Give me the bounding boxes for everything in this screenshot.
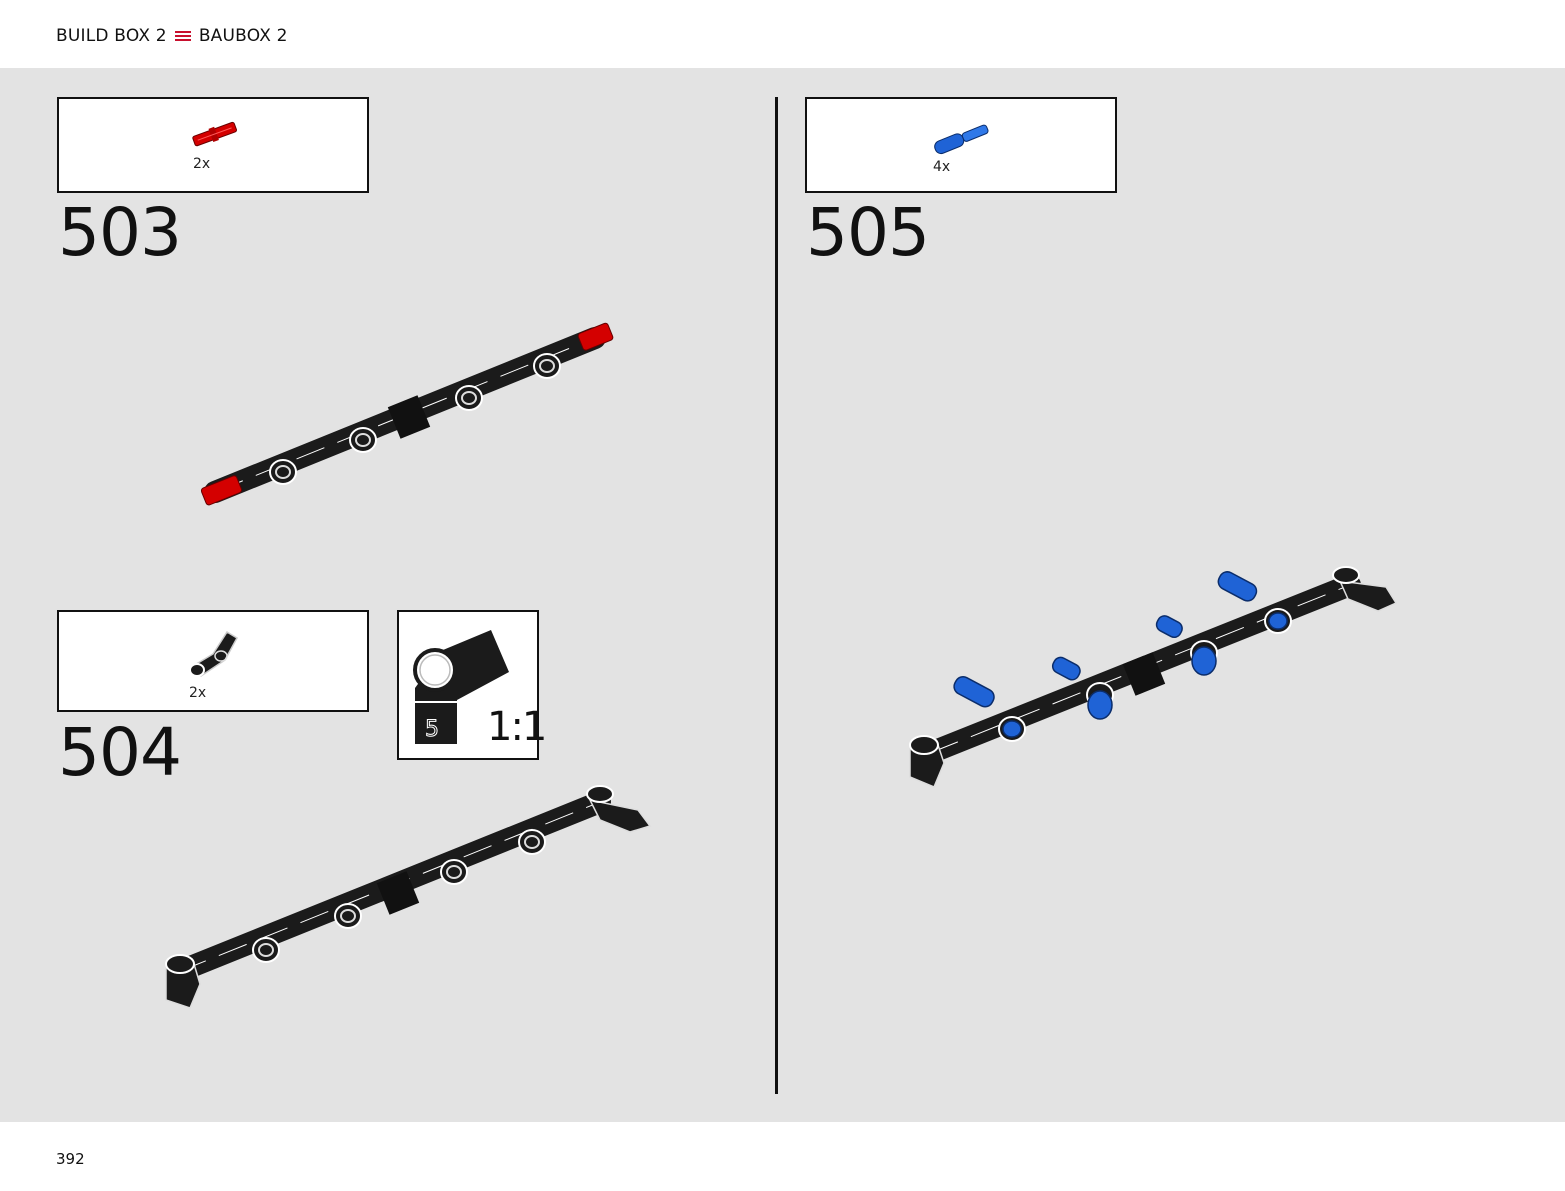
page-number: 392 bbox=[56, 1150, 85, 1168]
parts-qty-504: 2x bbox=[189, 685, 207, 701]
menu-lines-icon bbox=[174, 30, 191, 42]
page-footer bbox=[0, 1122, 1565, 1191]
page-header: BUILD BOX 2 BAUBOX 2 bbox=[0, 0, 1565, 68]
scale-part-number: 5 bbox=[425, 717, 439, 742]
blue-pins bbox=[953, 571, 1288, 738]
step-number-505: 505 bbox=[806, 194, 930, 271]
parts-callout-505: 4x bbox=[805, 97, 1117, 193]
angle-connector-left bbox=[909, 735, 945, 788]
red-pin-left bbox=[200, 475, 243, 506]
angle-connector-icon bbox=[189, 630, 239, 678]
scale-label: 1:1 bbox=[487, 704, 547, 750]
step-505-assembly bbox=[909, 566, 1398, 788]
angle-connector-scale-icon: 5 bbox=[413, 630, 509, 744]
step-504-assembly bbox=[165, 785, 652, 1009]
pin-connector-icon bbox=[192, 121, 237, 147]
column-divider bbox=[775, 97, 778, 1094]
angle-connector-right bbox=[1332, 566, 1398, 612]
parts-callout-504: 2x bbox=[57, 610, 369, 712]
red-pin-right bbox=[577, 322, 614, 351]
parts-qty-503: 2x bbox=[193, 156, 211, 172]
step-503-assembly bbox=[200, 322, 614, 506]
step-number-504: 504 bbox=[58, 714, 182, 791]
title-baubox: BAUBOX 2 bbox=[198, 26, 288, 46]
scale-callout-504: 5 1:1 bbox=[397, 610, 547, 760]
parts-callout-503: 2x bbox=[57, 97, 369, 193]
axle-pin-icon bbox=[934, 124, 989, 155]
header-title: BUILD BOX 2 BAUBOX 2 bbox=[56, 26, 288, 46]
title-build-box: BUILD BOX 2 bbox=[56, 26, 167, 46]
angle-connector-right bbox=[586, 785, 652, 833]
step-number-503: 503 bbox=[58, 194, 182, 271]
angle-connector-left bbox=[165, 954, 201, 1009]
parts-qty-505: 4x bbox=[933, 159, 951, 175]
